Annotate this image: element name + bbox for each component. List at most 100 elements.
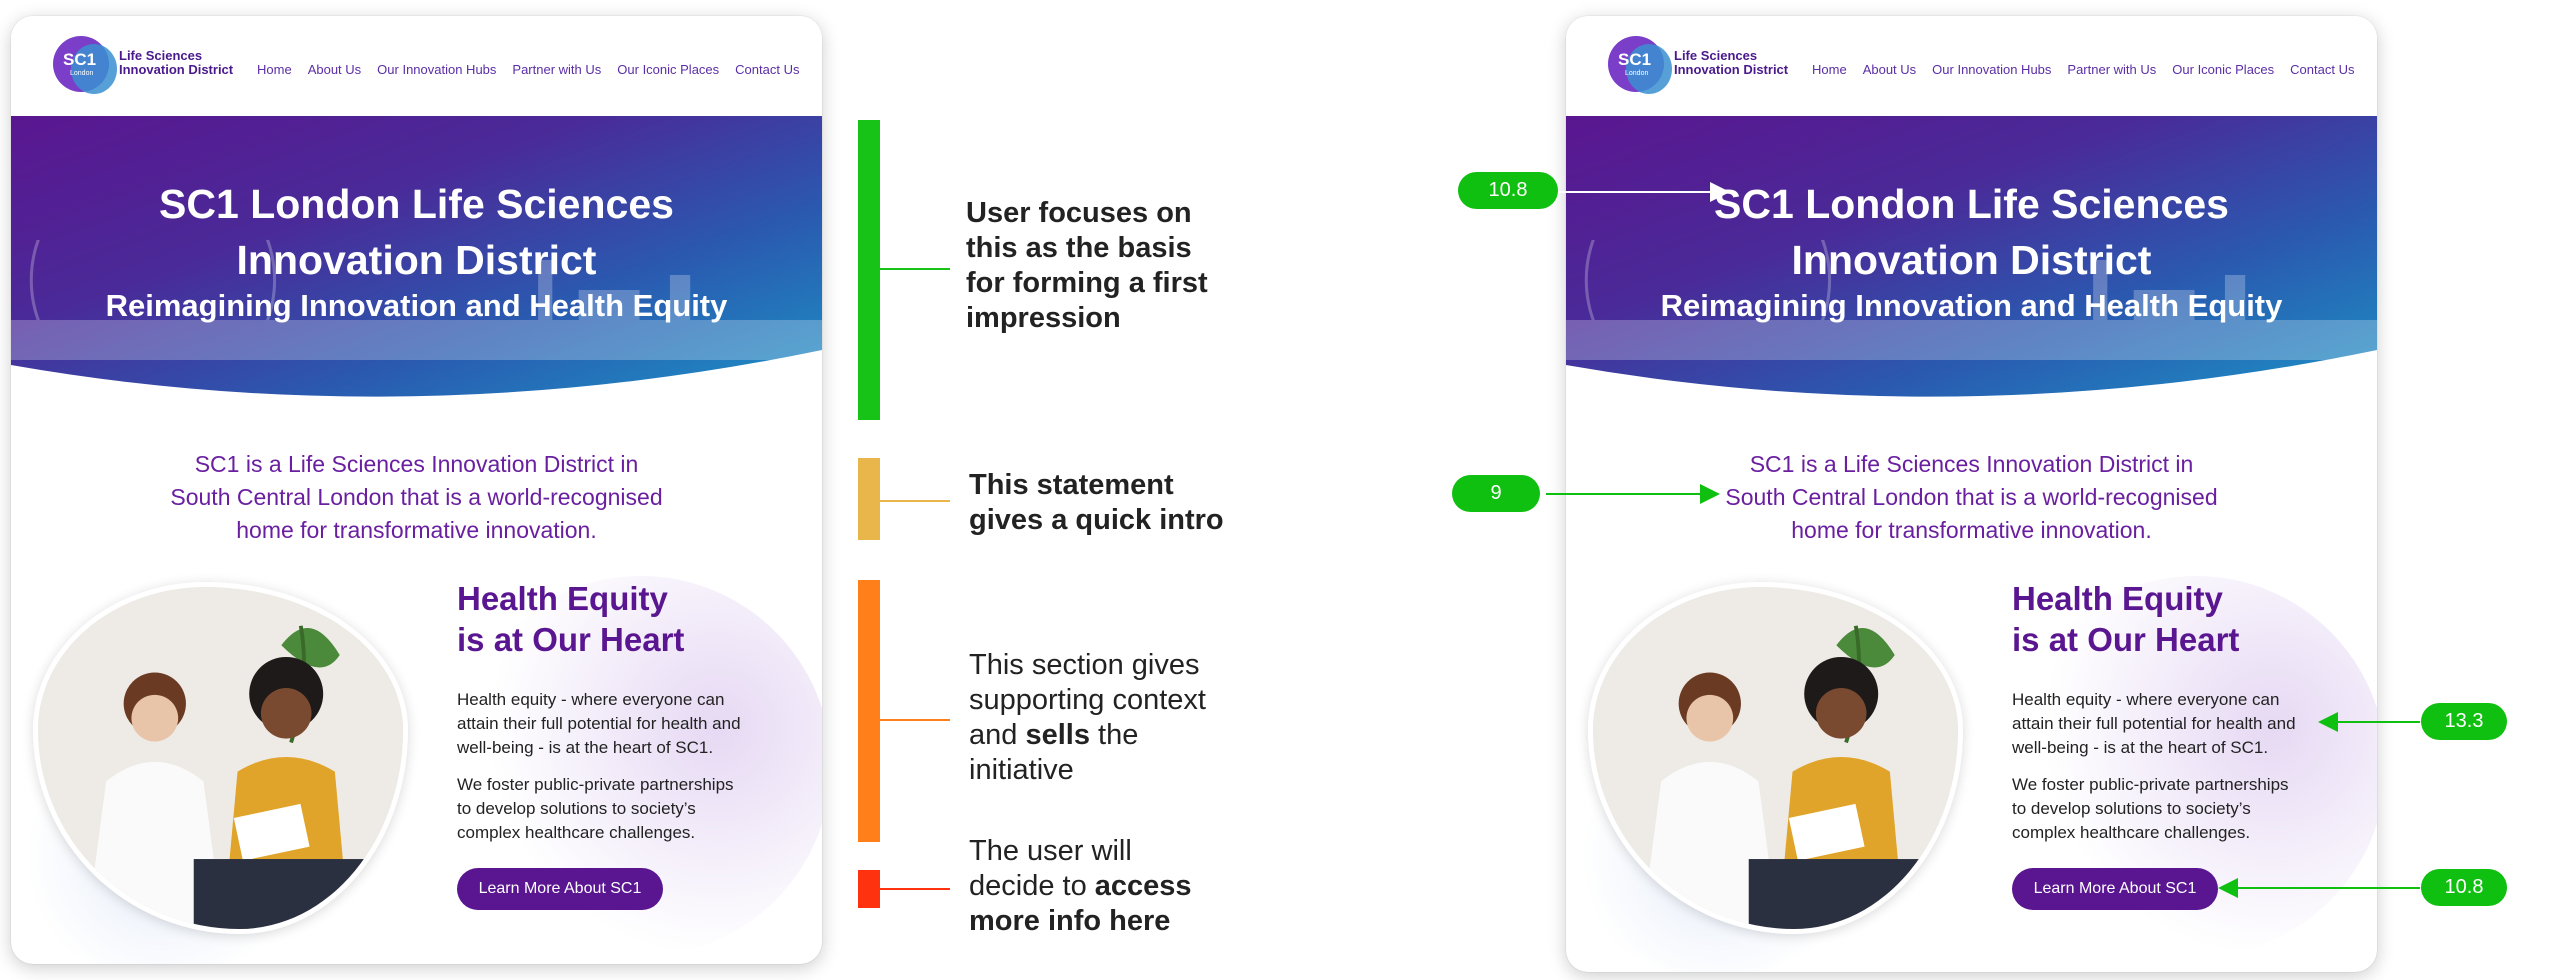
paragraph-line: well-being - is at the heart of SC1.: [457, 738, 714, 757]
paragraph-line: Health equity - where everyone can: [2012, 690, 2280, 709]
annotation-connector: [880, 268, 950, 270]
hero-title-line2: Innovation District: [1791, 237, 2152, 283]
nav-partner[interactable]: Partner with Us: [512, 62, 602, 77]
intro-line: home for transformative innovation.: [236, 517, 597, 543]
main-nav: Home About Us Our Innovation Hubs Partne…: [1812, 62, 2354, 77]
nav-hubs[interactable]: Our Innovation Hubs: [377, 62, 497, 77]
logo-subtext: London: [70, 70, 94, 77]
health-equity-title-line2: is at Our Heart: [457, 621, 685, 658]
annotation-line: supporting context: [969, 684, 1206, 716]
website-mockup-right: SC1 London Life Sciences Innovation Dist…: [1566, 16, 2377, 972]
annotation-line: gives a quick intro: [969, 504, 1224, 536]
annotation-line: User focuses on: [966, 197, 1192, 229]
paragraph-line: well-being - is at the heart of SC1.: [2012, 738, 2269, 757]
nav-about[interactable]: About Us: [1862, 62, 1917, 77]
intro-line: home for transformative innovation.: [1791, 517, 2152, 543]
metric-badge-hero-title: 10.8: [1458, 172, 1558, 209]
health-equity-paragraph-1: Health equity - where everyone can attai…: [457, 688, 787, 760]
paragraph-line: to develop solutions to society’s: [2012, 799, 2251, 818]
intro-line: SC1 is a Life Sciences Innovation Distri…: [194, 451, 639, 477]
nav-partner[interactable]: Partner with Us: [2067, 62, 2157, 77]
nav-home[interactable]: Home: [1812, 62, 1847, 77]
annotation-line: this as the basis: [966, 232, 1192, 264]
health-equity-paragraph-1: Health equity - where everyone can attai…: [2012, 688, 2342, 760]
intro-statement: SC1 is a Life Sciences Innovation Distri…: [1566, 448, 2377, 547]
paragraph-line: We foster public-private partnerships: [2012, 775, 2289, 794]
hero-title-line2: Innovation District: [236, 237, 597, 283]
photo-illustration: [38, 587, 403, 929]
paragraph-line: attain their full potential for health a…: [457, 714, 741, 733]
sc1-logo[interactable]: SC1 London: [1608, 36, 1672, 94]
hero-curve-divider: [11, 350, 822, 422]
annotation-line: more info here: [969, 905, 1171, 937]
nav-places[interactable]: Our Iconic Places: [2172, 62, 2275, 77]
brand-line2: Innovation District: [1674, 62, 1789, 77]
annotation-bar-first-impression: [858, 120, 880, 420]
brand-line1: Life Sciences: [1674, 48, 1758, 63]
annotation-intro: This statement gives a quick intro: [969, 468, 1224, 538]
doctor-patient-photo: [33, 582, 408, 934]
photo-illustration: [1593, 587, 1958, 929]
annotation-first-impression: User focuses on this as the basis for fo…: [966, 196, 1208, 336]
paragraph-line: complex healthcare challenges.: [457, 823, 696, 842]
annotation-line: impression: [966, 302, 1121, 334]
nav-hubs[interactable]: Our Innovation Hubs: [1932, 62, 2052, 77]
paragraph-line: Health equity - where everyone can: [457, 690, 725, 709]
logo-circle-icon: [1626, 44, 1672, 94]
intro-line: South Central London that is a world-rec…: [170, 484, 663, 510]
hero-subtitle: Reimagining Innovation and Health Equity: [105, 288, 728, 323]
nav-contact[interactable]: Contact Us: [2290, 62, 2355, 77]
annotation-connector: [880, 888, 950, 890]
logo-wordmark: SC1: [1618, 50, 1652, 69]
nav-about[interactable]: About Us: [307, 62, 362, 77]
site-header: SC1 London Life Sciences Innovation Dist…: [1566, 16, 2377, 116]
annotation-line: This statement: [969, 469, 1174, 501]
annotation-line: decide to access: [969, 870, 1192, 902]
health-equity-paragraph-2: We foster public-private partnerships to…: [457, 773, 787, 845]
annotation-connector: [880, 500, 950, 502]
annotation-line: initiative: [969, 754, 1074, 786]
nav-home[interactable]: Home: [257, 62, 292, 77]
annotation-connector: [880, 719, 950, 721]
london-skyline-image: [1566, 240, 2377, 360]
metric-badge-cta: 10.8: [2421, 869, 2507, 906]
paragraph-line: complex healthcare challenges.: [2012, 823, 2251, 842]
nav-places[interactable]: Our Iconic Places: [617, 62, 720, 77]
annotation-line: This section gives: [969, 649, 1200, 681]
site-header: SC1 London Life Sciences Innovation Dist…: [11, 16, 822, 116]
hero-title-line1: SC1 London Life Sciences: [159, 181, 674, 227]
learn-more-button[interactable]: Learn More About SC1: [2012, 868, 2218, 910]
doctor-patient-photo: [1588, 582, 1963, 934]
sc1-logo[interactable]: SC1 London: [53, 36, 117, 94]
brand-name: Life Sciences Innovation District: [119, 49, 233, 77]
paragraph-line: We foster public-private partnerships: [457, 775, 734, 794]
annotation-bar-context: [858, 580, 880, 842]
learn-more-button[interactable]: Learn More About SC1: [457, 868, 663, 910]
annotation-line: and sells the: [969, 719, 1139, 751]
main-nav: Home About Us Our Innovation Hubs Partne…: [257, 62, 799, 77]
hero-subtitle: Reimagining Innovation and Health Equity: [1660, 288, 2283, 323]
health-equity-title-line2: is at Our Heart: [2012, 621, 2240, 658]
hero-banner: SC1 London Life Sciences Innovation Dist…: [11, 116, 822, 422]
paragraph-line: to develop solutions to society’s: [457, 799, 696, 818]
annotation-line: for forming a first: [966, 267, 1208, 299]
website-mockup-left: SC1 London Life Sciences Innovation Dist…: [11, 16, 822, 964]
brand-name: Life Sciences Innovation District: [1674, 49, 1788, 77]
hero-curve-divider: [1566, 350, 2377, 422]
hero-banner: SC1 London Life Sciences Innovation Dist…: [1566, 116, 2377, 422]
brand-line2: Innovation District: [119, 62, 234, 77]
health-equity-title-line1: Health Equity: [2012, 580, 2223, 617]
health-equity-title-line1: Health Equity: [457, 580, 668, 617]
nav-contact[interactable]: Contact Us: [735, 62, 800, 77]
metric-badge-body-text: 13.3: [2421, 703, 2507, 740]
metric-badge-intro: 9: [1452, 475, 1540, 512]
annotation-context: This section gives supporting context an…: [969, 648, 1206, 788]
annotation-cta: The user will decide to access more info…: [969, 834, 1192, 939]
intro-statement: SC1 is a Life Sciences Innovation Distri…: [11, 448, 822, 547]
brand-line1: Life Sciences: [119, 48, 203, 63]
intro-line: SC1 is a Life Sciences Innovation Distri…: [1749, 451, 2194, 477]
logo-subtext: London: [1625, 70, 1649, 77]
health-equity-paragraph-2: We foster public-private partnerships to…: [2012, 773, 2342, 845]
logo-circle-icon: [71, 44, 117, 94]
paragraph-line: attain their full potential for health a…: [2012, 714, 2296, 733]
